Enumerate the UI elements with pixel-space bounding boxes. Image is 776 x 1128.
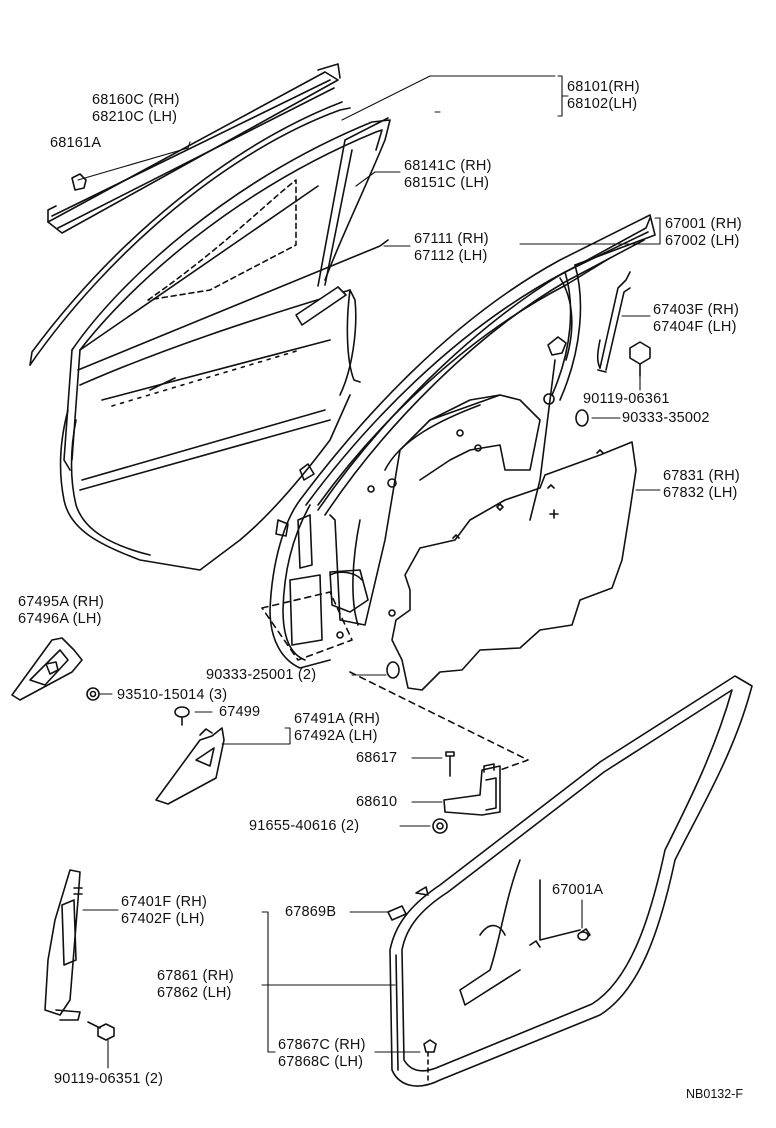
label-90119-06351: 90119-06351 (2) — [54, 1071, 163, 1088]
run-channel-part — [63, 117, 391, 471]
label-67401f: 67401F (RH) 67402F (LH) — [121, 894, 207, 928]
screw-93510 — [86, 687, 100, 701]
label-90333-25001: 90333-25001 (2) — [206, 667, 316, 684]
label-67001a: 67001A — [552, 882, 603, 899]
part-number: 68617 — [356, 750, 398, 766]
part-number: 67832 (LH) — [663, 485, 738, 501]
part-number: 68610 — [356, 794, 398, 810]
bolt-90119-06361 — [629, 341, 651, 377]
part-number: 67002 (LH) — [665, 233, 740, 249]
label-67495a: 67495A (RH) 67496A (LH) — [18, 594, 104, 628]
label-93510-15014: 93510-15014 (3) — [117, 687, 227, 704]
part-number: 67861 (RH) — [157, 968, 234, 984]
part-number: 67404F (LH) — [653, 319, 737, 335]
window-molding-part — [47, 63, 341, 234]
part-number: 67492A (LH) — [294, 728, 378, 744]
part-number: 67401F (RH) — [121, 894, 208, 910]
label-67111: 67111 (RH) 67112 (LH) — [414, 231, 489, 265]
label-67861: 67861 (RH) 67862 (LH) — [157, 968, 234, 1002]
label-68617: 68617 — [356, 750, 397, 767]
label-68161a: 68161A — [50, 135, 101, 152]
part-number: 67869B — [285, 904, 337, 920]
clip-67869b — [387, 905, 407, 921]
label-90119-06361: 90119-06361 — [583, 391, 670, 408]
part-number: 67499 — [219, 704, 261, 720]
part-number: 67862 (LH) — [157, 985, 232, 1001]
pillar-inner-part — [459, 859, 591, 1006]
opening-weatherstrip-part — [389, 675, 753, 1087]
part-number: 67403F (RH) — [653, 302, 740, 318]
part-number: 68160C (RH) — [92, 92, 180, 108]
projection-outline — [261, 591, 353, 661]
service-hole-cover-part — [391, 441, 637, 691]
part-number: 68141C (RH) — [404, 158, 492, 174]
label-67867c: 67867C (RH) 67868C (LH) — [278, 1037, 366, 1071]
part-number: 67491A (RH) — [294, 711, 381, 727]
part-number: 67001A — [552, 882, 604, 898]
part-number: 67495A (RH) — [18, 594, 105, 610]
part-number: 67111 (RH) — [414, 231, 489, 247]
part-number: 68151C (LH) — [404, 175, 490, 191]
part-number: 67867C (RH) — [278, 1037, 366, 1053]
mirror-cover-part — [155, 727, 225, 805]
hinge-projection — [349, 671, 529, 771]
part-number: 90333-25001 (2) — [206, 667, 317, 683]
label-90333-35002: 90333-35002 — [622, 410, 710, 427]
hole-plug-25001 — [386, 661, 400, 679]
upper-clip — [415, 886, 429, 896]
label-68160c: 68160C (RH) 68210C (LH) — [92, 92, 180, 126]
label-67831: 67831 (RH) 67832 (LH) — [663, 468, 740, 502]
clip-67499 — [174, 706, 190, 726]
door-weatherstrip-part — [317, 217, 651, 516]
part-number: 68210C (LH) — [92, 109, 178, 125]
label-68610: 68610 — [356, 794, 397, 811]
label-67491a: 67491A (RH) 67492A (LH) — [294, 711, 380, 745]
label-91655-40616: 91655-40616 (2) — [249, 818, 359, 835]
part-number: 93510-15014 (3) — [117, 687, 228, 703]
part-number: 67831 (RH) — [663, 468, 740, 484]
part-number: 90333-35002 — [622, 410, 710, 426]
hinge-pin-68617 — [445, 751, 455, 777]
label-68101: 68101(RH) 68102(LH) — [567, 79, 640, 113]
part-number: 90119-06361 — [583, 391, 670, 407]
bolt-90119-06351 — [87, 1021, 115, 1041]
corner-cover-part — [11, 637, 83, 701]
clip-68161a — [71, 173, 87, 191]
part-number: 67868C (LH) — [278, 1054, 364, 1070]
label-67869b: 67869B — [285, 904, 336, 921]
bolt-91655 — [432, 818, 448, 834]
hole-plug-35002 — [575, 409, 589, 427]
label-68141c: 68141C (RH) 68151C (LH) — [404, 158, 492, 192]
part-number: 67402F (LH) — [121, 911, 205, 927]
retainer-67867c — [423, 1039, 437, 1081]
part-number: 68102(LH) — [567, 96, 638, 112]
part-number: 91655-40616 (2) — [249, 818, 360, 834]
door-frame-part — [269, 214, 656, 669]
part-number: 67112 (LH) — [414, 248, 488, 264]
part-number: 67001 (RH) — [665, 216, 742, 232]
label-67499: 67499 — [219, 704, 260, 721]
division-bar-part — [596, 271, 631, 373]
label-67001: 67001 (RH) 67002 (LH) — [665, 216, 742, 250]
plug-67001a — [577, 931, 589, 941]
part-number: 68101(RH) — [567, 79, 640, 95]
part-number: 68161A — [50, 135, 102, 151]
outer-door-panel — [59, 239, 389, 571]
pillar-garnish-part — [44, 869, 83, 1021]
label-67403f: 67403F (RH) 67404F (LH) — [653, 302, 739, 336]
part-number: 90119-06351 (2) — [54, 1071, 164, 1087]
leader-lines — [77, 75, 661, 1069]
drawing-code: NB0132-F — [686, 1087, 743, 1101]
part-number: 67496A (LH) — [18, 611, 102, 627]
door-hinge-part — [443, 763, 501, 816]
door-glass-part — [29, 101, 351, 366]
